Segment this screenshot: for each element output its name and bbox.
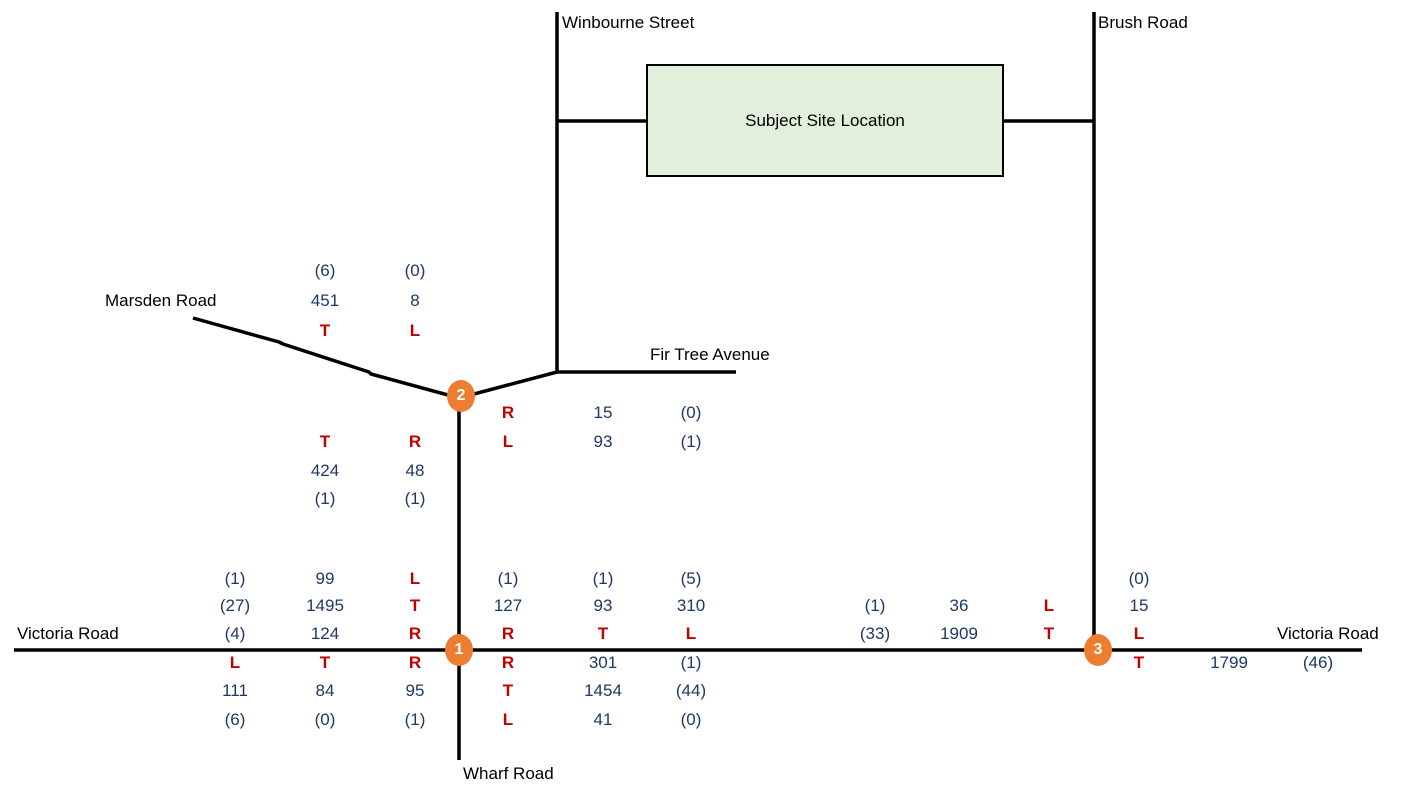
victoria-road-west-label: Victoria Road <box>17 624 119 643</box>
volume-heavy: (0) <box>680 403 702 422</box>
movement-label: R <box>408 432 422 451</box>
volume-count: 310 <box>676 596 706 615</box>
volume-heavy: (0) <box>680 710 702 729</box>
movement-label: T <box>409 596 421 615</box>
volume-heavy: (1) <box>314 489 336 508</box>
movement-label: R <box>408 653 422 672</box>
volume-heavy: (1) <box>680 653 702 672</box>
volume-heavy: (1) <box>404 710 426 729</box>
movement-label: L <box>409 321 421 340</box>
intersection-2-marker: 2 <box>447 380 475 412</box>
volume-heavy: (4) <box>224 624 246 643</box>
volume-count: 99 <box>315 569 335 588</box>
volume-count: 424 <box>310 461 340 480</box>
volume-heavy: (6) <box>314 261 336 280</box>
volume-heavy: (1) <box>404 489 426 508</box>
volume-heavy: (1) <box>497 569 519 588</box>
intersection-1-marker: 1 <box>445 634 473 666</box>
volume-heavy: (46) <box>1302 653 1334 672</box>
movement-label: R <box>501 403 515 422</box>
movement-label: T <box>597 624 609 643</box>
volume-heavy: (5) <box>680 569 702 588</box>
volume-heavy: (33) <box>859 624 891 643</box>
movement-label: L <box>1043 596 1055 615</box>
marsden-road-line <box>192 316 460 400</box>
volume-heavy: (0) <box>314 710 336 729</box>
winbourne-street-label: Winbourne Street <box>562 13 695 32</box>
movement-label: T <box>319 432 331 451</box>
victoria-road-east-label: Victoria Road <box>1277 624 1379 643</box>
volume-count: 1495 <box>306 596 344 615</box>
volume-count: 95 <box>405 681 425 700</box>
volume-heavy: (44) <box>675 681 707 700</box>
volume-count: 48 <box>405 461 425 480</box>
movement-label: L <box>502 710 514 729</box>
volume-count: 8 <box>410 291 420 310</box>
volume-count: 15 <box>593 403 613 422</box>
volume-count: 124 <box>310 624 340 643</box>
fir-tree-avenue-label: Fir Tree Avenue <box>650 345 770 364</box>
movement-label: R <box>501 653 515 672</box>
volume-count: 111 <box>222 681 248 700</box>
marsden-road-label: Marsden Road <box>105 291 217 310</box>
volume-count: 15 <box>1129 596 1149 615</box>
volume-count: 93 <box>593 432 613 451</box>
movement-label: L <box>502 432 514 451</box>
volume-count: 301 <box>588 653 618 672</box>
volume-count: 84 <box>315 681 335 700</box>
movement-label: T <box>1133 653 1145 672</box>
volume-count: 1799 <box>1210 653 1248 672</box>
volume-count: 93 <box>593 596 613 615</box>
subject-site-label: Subject Site Location <box>745 110 905 130</box>
volume-count: 1454 <box>584 681 622 700</box>
movement-label: R <box>408 624 422 643</box>
subject-site-box: Subject Site Location <box>646 64 1004 177</box>
volume-heavy: (0) <box>1128 569 1150 588</box>
volume-count: 36 <box>949 596 969 615</box>
volume-heavy: (6) <box>224 710 246 729</box>
movement-label: L <box>229 653 241 672</box>
volume-heavy: (1) <box>224 569 246 588</box>
fir-tree-avenue-line <box>458 370 736 400</box>
movement-label: L <box>1133 624 1145 643</box>
intersection-3-marker: 3 <box>1084 634 1112 666</box>
movement-label: T <box>502 681 514 700</box>
volume-heavy: (27) <box>219 596 251 615</box>
movement-label: T <box>319 321 331 340</box>
volume-count: 451 <box>310 291 340 310</box>
volume-count: 41 <box>593 710 613 729</box>
volume-count: 1909 <box>940 624 978 643</box>
movement-label: L <box>409 569 421 588</box>
volume-heavy: (1) <box>680 432 702 451</box>
movement-label: T <box>1043 624 1055 643</box>
movement-label: R <box>501 624 515 643</box>
volume-heavy: (1) <box>864 596 886 615</box>
wharf-road-label: Wharf Road <box>463 764 554 783</box>
volume-count: 127 <box>493 596 523 615</box>
movement-label: T <box>319 653 331 672</box>
volume-heavy: (1) <box>592 569 614 588</box>
movement-label: L <box>685 624 697 643</box>
volume-heavy: (0) <box>404 261 426 280</box>
brush-road-label: Brush Road <box>1098 13 1188 32</box>
